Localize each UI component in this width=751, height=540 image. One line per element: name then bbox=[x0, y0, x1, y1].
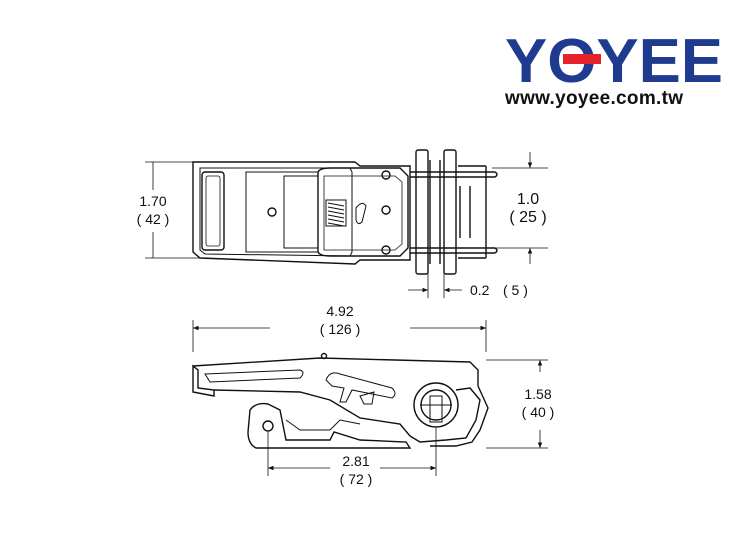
top-view bbox=[145, 149, 548, 298]
strap-width-in: 1.0 bbox=[517, 191, 539, 208]
side-height-mm: ( 40 ) bbox=[522, 404, 555, 420]
yoyee-logo: YOYEE bbox=[505, 30, 723, 88]
top-height-mm: ( 42 ) bbox=[137, 211, 170, 227]
side-length-in: 4.92 bbox=[326, 303, 353, 319]
gap-mm: ( 5 ) bbox=[503, 282, 528, 298]
pivot-distance-in: 2.81 bbox=[342, 453, 369, 469]
top-height-in: 1.70 bbox=[139, 193, 166, 209]
side-view bbox=[192, 320, 548, 476]
side-height-in: 1.58 bbox=[524, 386, 551, 402]
spring bbox=[325, 199, 347, 227]
logo-wordmark: YOYEE bbox=[505, 30, 723, 88]
pivot-distance-mm: ( 72 ) bbox=[340, 471, 373, 487]
side-length-mm: ( 126 ) bbox=[320, 321, 360, 337]
logo-red-stripe bbox=[563, 54, 601, 64]
strap-width-mm: ( 25 ) bbox=[509, 209, 546, 226]
website-url: www.yoyee.com.tw bbox=[505, 88, 684, 109]
gap-in: 0.2 bbox=[470, 282, 490, 298]
